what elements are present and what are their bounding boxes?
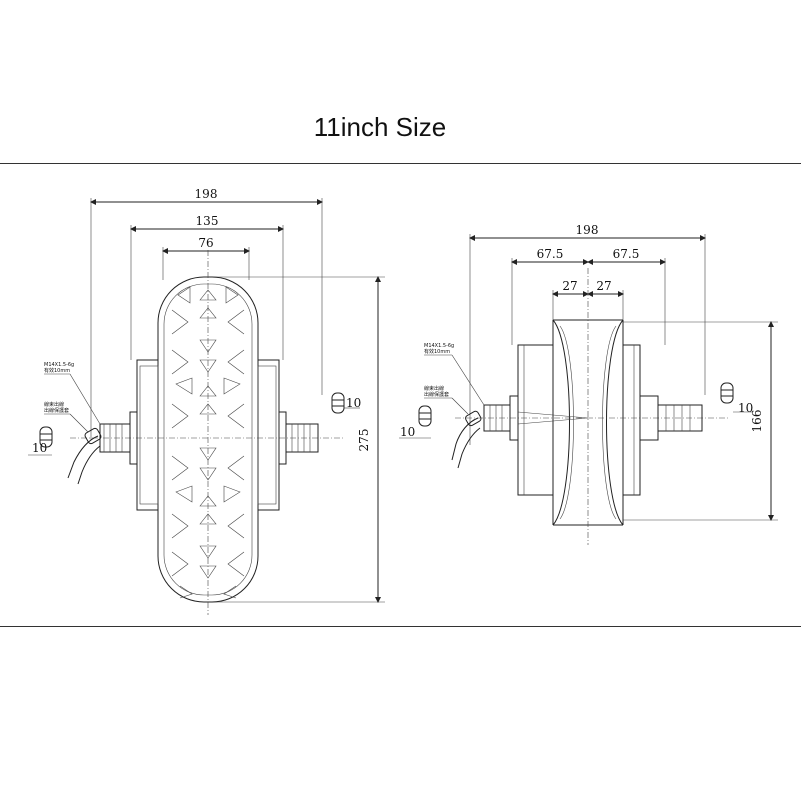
dim-67-5-left: 67.5 — [537, 247, 564, 261]
length-note: 有效10mm — [44, 367, 70, 374]
dim-166: 166 — [750, 410, 764, 433]
dim-67-5-right: 67.5 — [613, 247, 640, 261]
right-hub-motor-view: 198 67.5 67.5 27 27 166 — [399, 223, 778, 545]
dim-135: 135 — [196, 214, 219, 228]
thread-note-right: M14X1.5-6g — [424, 343, 454, 349]
dim-198-left: 198 — [195, 187, 218, 201]
dim-27-left: 27 — [562, 279, 577, 293]
dim-27-right: 27 — [596, 279, 611, 293]
cable-note-1: 線束出線 — [44, 401, 64, 408]
dim-76: 76 — [198, 236, 213, 250]
cable-note-2: 出線保護套 — [44, 407, 69, 414]
cable-note-1-right: 線束出線 — [424, 385, 444, 392]
cable-note-2-right: 出線保護套 — [424, 391, 449, 398]
left-hub-motor-view: 198 135 76 275 — [28, 187, 385, 615]
thread-note: M14X1.5-6g — [44, 362, 74, 368]
axle-dim-left-10: 10 — [32, 441, 47, 455]
length-note-right: 有效10mm — [424, 348, 450, 355]
axle-dim-right-10: 10 — [346, 396, 361, 410]
page-title: 11inch Size — [313, 112, 447, 142]
dim-198-right: 198 — [576, 223, 599, 237]
axle-dim-left-10-right-view: 10 — [400, 425, 415, 439]
top-divider — [0, 163, 801, 164]
dim-275: 275 — [357, 429, 371, 452]
axle-dim-right-10-right-view: 10 — [738, 401, 753, 415]
bottom-divider — [0, 626, 801, 627]
